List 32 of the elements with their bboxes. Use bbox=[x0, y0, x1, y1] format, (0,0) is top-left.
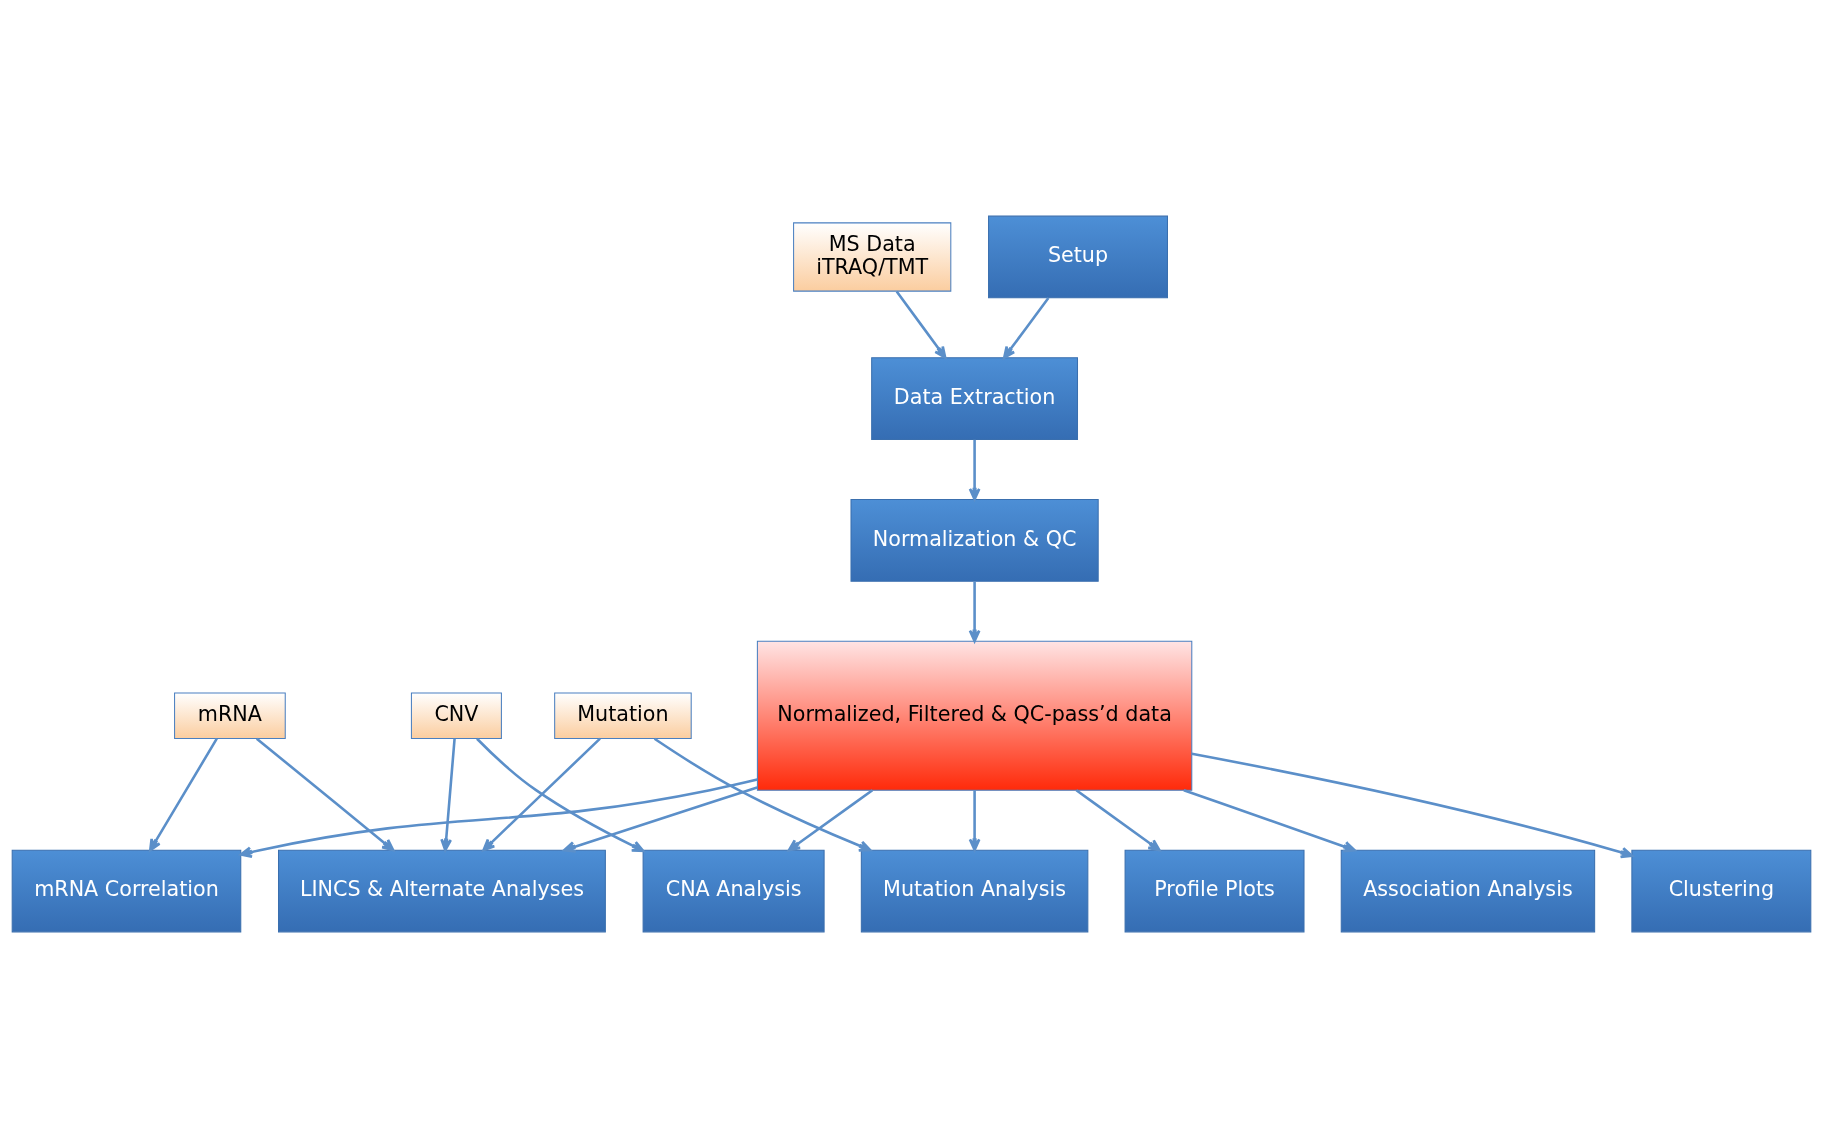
node-box: Data Extraction bbox=[871, 356, 1078, 440]
node-box: CNV bbox=[410, 691, 502, 739]
arrow bbox=[476, 737, 645, 852]
arrow bbox=[1191, 752, 1634, 858]
arrow bbox=[968, 789, 981, 851]
arrow bbox=[563, 785, 758, 853]
arrow bbox=[440, 738, 456, 851]
arrow bbox=[1075, 788, 1161, 851]
node-box: mRNA Correlation bbox=[11, 849, 242, 932]
node-box: Mutation Analysis bbox=[860, 849, 1089, 932]
node-box: LINCS & Alternate Analyses bbox=[278, 849, 606, 932]
node-box: CNA Analysis bbox=[642, 849, 825, 932]
node-box: Association Analysis bbox=[1340, 849, 1596, 932]
node-box: Normalized, Filtered & QC-pass’d data bbox=[756, 640, 1193, 791]
node-box: MS Data iTRAQ/TMT bbox=[793, 221, 952, 292]
arrow bbox=[239, 777, 758, 858]
node-box: Setup bbox=[988, 215, 1168, 298]
arrow bbox=[968, 439, 981, 501]
node-box: Mutation bbox=[554, 691, 692, 739]
node-box: Profile Plots bbox=[1124, 849, 1305, 932]
arrow bbox=[653, 737, 872, 852]
arrow bbox=[482, 737, 601, 851]
arrow bbox=[149, 737, 218, 851]
arrow bbox=[968, 581, 981, 642]
arrow bbox=[895, 290, 947, 359]
node-box: Normalization & QC bbox=[850, 498, 1099, 582]
arrow bbox=[1183, 788, 1356, 852]
arrow bbox=[1002, 296, 1050, 359]
node-box: mRNA bbox=[174, 691, 286, 739]
node-box: Clustering bbox=[1631, 849, 1812, 932]
arrow bbox=[255, 737, 395, 851]
arrow bbox=[787, 788, 874, 851]
